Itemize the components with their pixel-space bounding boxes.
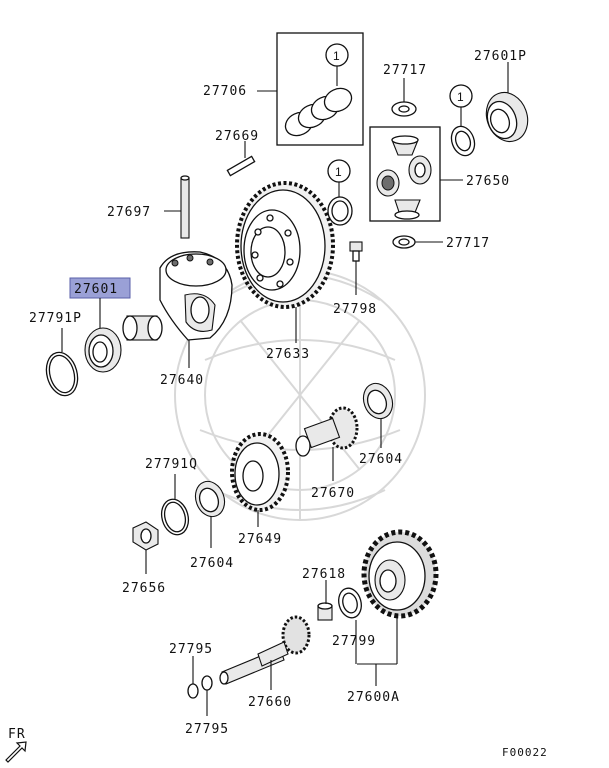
part-27600A-transfer-gear[interactable] — [361, 529, 439, 619]
direction-arrow-icon — [5, 741, 27, 763]
label-27656[interactable]: 27656 — [122, 581, 166, 596]
label-27601[interactable]: 27601 — [74, 282, 118, 297]
part-27601-bearing[interactable] — [84, 327, 122, 373]
part-27649-driven-gear[interactable] — [230, 432, 290, 512]
label-27717-top[interactable]: 27717 — [383, 63, 427, 78]
part-27650-pinion-gear-set[interactable] — [369, 126, 441, 222]
direction-label: FR — [8, 727, 26, 742]
label-27795-top[interactable]: 27795 — [169, 642, 213, 657]
part-27799-spacer[interactable] — [335, 586, 364, 621]
part-27618-bushing[interactable] — [317, 602, 333, 621]
ref-marker-group-2: 1 — [449, 84, 476, 157]
ref-marker-1a: 1 — [333, 49, 340, 63]
part-27660-output-shaft[interactable] — [219, 615, 311, 685]
part-27717-washer-bottom[interactable] — [392, 235, 416, 249]
part-27604-bearing-lower[interactable] — [191, 477, 230, 520]
label-27791Q[interactable]: 27791Q — [145, 457, 198, 472]
label-27618[interactable]: 27618 — [302, 567, 346, 582]
label-27640[interactable]: 27640 — [160, 373, 204, 388]
label-27697[interactable]: 27697 — [107, 205, 151, 220]
part-27601P-bearing[interactable] — [480, 87, 535, 148]
label-27798[interactable]: 27798 — [333, 302, 377, 317]
label-27649[interactable]: 27649 — [238, 532, 282, 547]
label-27670[interactable]: 27670 — [311, 486, 355, 501]
label-27799[interactable]: 27799 — [332, 634, 376, 649]
label-27601P[interactable]: 27601P — [474, 49, 527, 64]
figure-code: F00022 — [502, 746, 548, 759]
label-27633[interactable]: 27633 — [266, 347, 310, 362]
label-27791P[interactable]: 27791P — [29, 311, 82, 326]
ref-marker-group-3: 1 — [327, 159, 353, 226]
label-27604-lower[interactable]: 27604 — [190, 556, 234, 571]
part-27604-bearing-upper[interactable] — [359, 379, 398, 422]
part-27656-nut[interactable] — [132, 521, 159, 551]
label-27650[interactable]: 27650 — [466, 174, 510, 189]
part-27669-pin[interactable] — [226, 155, 256, 177]
label-27795-bottom[interactable]: 27795 — [185, 722, 229, 737]
part-27798-bolt[interactable] — [349, 241, 363, 262]
ref-marker-1b: 1 — [457, 90, 464, 104]
part-27706-shim-set[interactable]: 1 — [276, 32, 364, 146]
part-27670-drive-gear[interactable] — [295, 406, 359, 457]
label-27669[interactable]: 27669 — [215, 129, 259, 144]
label-27660[interactable]: 27660 — [248, 695, 292, 710]
part-27791P-snap-ring[interactable] — [42, 349, 82, 399]
part-27633-ring-gear[interactable] — [235, 181, 335, 309]
part-27697-shaft[interactable] — [180, 175, 190, 239]
label-27600A[interactable]: 27600A — [347, 690, 400, 705]
label-27604-upper[interactable]: 27604 — [359, 452, 403, 467]
part-27795-ring-b[interactable] — [201, 675, 213, 691]
label-27706[interactable]: 27706 — [203, 84, 247, 99]
part-27717-washer-top[interactable] — [391, 101, 417, 117]
ref-marker-1c: 1 — [335, 165, 342, 179]
part-27640-differential-case[interactable] — [122, 251, 233, 341]
label-27717-bottom[interactable]: 27717 — [446, 236, 490, 251]
part-27795-ring-a[interactable] — [187, 683, 199, 699]
part-27791Q-snap-ring[interactable] — [158, 496, 192, 538]
